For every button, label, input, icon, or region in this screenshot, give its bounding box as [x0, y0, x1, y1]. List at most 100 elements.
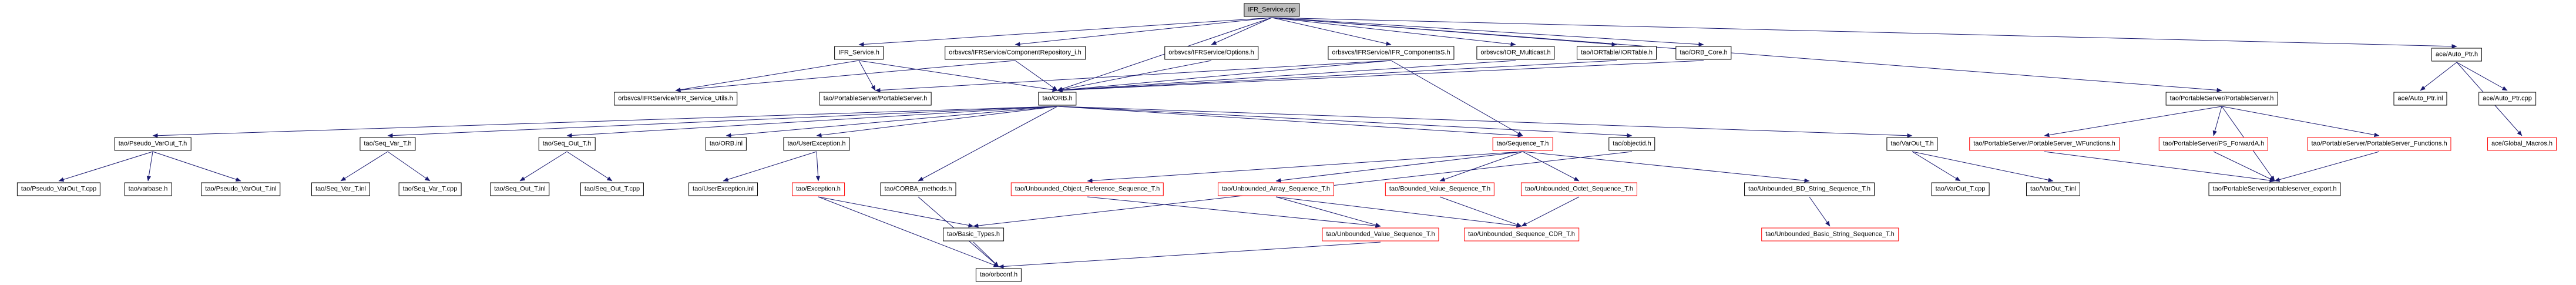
graph-node-root: IFR_Service.cpp — [1244, 3, 1300, 17]
graph-node-unb_octet[interactable]: tao/Unbounded_Octet_Sequence_T.h — [1520, 182, 1638, 196]
edge-autoptr_h-to-autoptr_inl — [2420, 62, 2457, 91]
graph-node-unb_bd_string[interactable]: tao/Unbounded_BD_String_Sequence_T.h — [1744, 182, 1875, 196]
graph-node-ifr_service_h[interactable]: IFR_Service.h — [834, 46, 884, 60]
graph-node-ps_r[interactable]: tao/PortableServer/PortableServer.h — [2165, 92, 2278, 106]
edge-root-to-ps_r — [1271, 17, 2222, 93]
graph-edges — [58, 17, 2523, 269]
edge-varout_h-to-varout_cpp — [1912, 151, 1961, 182]
edge-orb_h-to-seqvar_h — [387, 106, 1058, 138]
edge-comprepo-to-utils — [675, 60, 1016, 92]
graph-node-orbcore[interactable]: tao/ORB_Core.h — [1675, 46, 1732, 60]
graph-node-pseudo_cpp[interactable]: tao/Pseudo_VarOut_T.cpp — [16, 182, 101, 196]
edge-sequence_t-to-unb_array — [1275, 151, 1523, 183]
graph-node-varout_inl[interactable]: tao/VarOut_T.inl — [2026, 182, 2081, 196]
graph-node-unb_value[interactable]: tao/Unbounded_Value_Sequence_T.h — [1322, 227, 1439, 242]
graph-node-pseudo_inl[interactable]: tao/Pseudo_VarOut_T.inl — [201, 182, 281, 196]
graph-node-seqout_inl[interactable]: tao/Seq_Out_T.inl — [490, 182, 550, 196]
edge-root-to-options — [1211, 17, 1272, 45]
graph-node-seqvar_cpp[interactable]: tao/Seq_Var_T.cpp — [398, 182, 462, 196]
graph-node-options[interactable]: orbsvcs/IFRService/Options.h — [1164, 46, 1258, 60]
graph-node-unb_objref[interactable]: tao/Unbounded_Object_Reference_Sequence_… — [1010, 182, 1164, 196]
graph-node-orb_inl[interactable]: tao/ORB.inl — [705, 137, 747, 151]
edge-exception_h-to-basic_types — [818, 196, 974, 228]
graph-node-sequence_t[interactable]: tao/Sequence_T.h — [1492, 137, 1553, 151]
edge-forwarda-to-ps_export — [2213, 151, 2275, 182]
graph-node-seqvar_h[interactable]: tao/Seq_Var_T.h — [360, 137, 416, 151]
edge-seqvar_h-to-seqvar_inl — [340, 151, 388, 182]
edge-orbcore-to-orb_h — [1057, 60, 1704, 93]
edge-root-to-multicast — [1271, 17, 1516, 46]
edge-orb_h-to-userexc_h — [816, 106, 1058, 138]
graph-node-basic_types[interactable]: tao/Basic_Types.h — [943, 227, 1004, 242]
edge-autoptr_h-to-autoptr_cpp — [2456, 62, 2508, 91]
edge-unb_array-to-unb_value — [1275, 196, 1381, 227]
edge-orb_h-to-orb_inl — [726, 106, 1058, 138]
graph-node-unb_basic_string[interactable]: tao/Unbounded_Basic_String_Sequence_T.h — [1761, 227, 1899, 242]
graph-node-comprepo[interactable]: orbsvcs/IFRService/ComponentRepository_i… — [945, 46, 1086, 60]
edge-sequence_t-to-unb_octet — [1522, 151, 1580, 182]
edge-ifr_service_h-to-utils — [675, 60, 859, 92]
graph-node-orb_h[interactable]: tao/ORB.h — [1038, 92, 1077, 106]
edge-unb_objref-to-unb_value — [1087, 196, 1381, 228]
graph-node-varout_cpp[interactable]: tao/VarOut_T.cpp — [1931, 182, 1990, 196]
graph-node-autoptr_h[interactable]: ace/Auto_Ptr.h — [2431, 48, 2483, 62]
edge-sequence_t-to-unb_objref — [1087, 151, 1523, 183]
edge-ps_r-to-wfunctions — [2044, 106, 2222, 138]
edge-ifr_service_h-to-ps_l — [858, 60, 876, 91]
graph-node-objectid[interactable]: tao/objectid.h — [1608, 137, 1655, 151]
edge-root-to-comprepo — [1015, 17, 1272, 46]
graph-node-seqout_h[interactable]: tao/Seq_Out_T.h — [538, 137, 596, 151]
edge-exception_h-to-orbconf — [818, 196, 999, 267]
graph-node-unb_array[interactable]: tao/Unbounded_Array_Sequence_T.h — [1217, 182, 1335, 196]
graph-node-forwarda[interactable]: tao/PortableServer/PS_ForwardA.h — [2158, 137, 2269, 151]
graph-node-userexc_h[interactable]: tao/UserException.h — [783, 137, 850, 151]
graph-node-seqvar_inl[interactable]: tao/Seq_Var_T.inl — [311, 182, 371, 196]
graph-node-userexc_inl[interactable]: tao/UserException.inl — [688, 182, 758, 196]
graph-node-iortable[interactable]: tao/IORTable/IORTable.h — [1577, 46, 1657, 60]
graph-node-bnd_value[interactable]: tao/Bounded_Value_Sequence_T.h — [1385, 182, 1495, 196]
graph-node-orbconf[interactable]: tao/orbconf.h — [975, 268, 1022, 282]
edge-orb_h-to-pseudo_h — [152, 106, 1058, 138]
edge-root-to-componentsS — [1271, 17, 1392, 46]
edge-unb_bd_string-to-unb_basic_string — [1809, 196, 1831, 227]
graph-node-ps_l[interactable]: tao/PortableServer/PortableServer.h — [819, 92, 932, 106]
graph-node-autoptr_cpp[interactable]: ace/Auto_Ptr.cpp — [2478, 92, 2536, 106]
graph-node-wfunctions[interactable]: tao/PortableServer/PortableServer_WFunct… — [1969, 137, 2120, 151]
edge-comprepo-to-orb_h — [1015, 60, 1058, 91]
graph-node-seqout_cpp[interactable]: tao/Seq_Out_T.cpp — [580, 182, 644, 196]
graph-node-componentsS[interactable]: orbsvcs/IFRService/IFR_ComponentsS.h — [1328, 46, 1455, 60]
edge-unb_array-to-unb_cdr — [1275, 196, 1522, 228]
edge-root-to-autoptr_h — [1271, 17, 2457, 49]
graph-node-ps_export[interactable]: tao/PortableServer/portableserver_export… — [2208, 182, 2341, 196]
graph-node-varbase[interactable]: tao/varbase.h — [124, 182, 172, 196]
graph-node-utils[interactable]: orbsvcs/IFRService/IFR_Service_Utils.h — [614, 92, 737, 106]
edge-pseudo_h-to-pseudo_cpp — [58, 151, 153, 182]
edge-sequence_t-to-bnd_value — [1439, 151, 1523, 182]
edge-orb_h-to-corba_methods — [918, 106, 1058, 182]
edge-seqout_h-to-seqout_cpp — [566, 151, 613, 182]
graph-node-functions[interactable]: tao/PortableServer/PortableServer_Functi… — [2307, 137, 2451, 151]
graph-node-exception_h[interactable]: tao/Exception.h — [792, 182, 845, 196]
edge-sequence_t-to-unb_bd_string — [1522, 151, 1810, 183]
graph-node-globalmacros[interactable]: ace/Global_Macros.h — [2487, 137, 2557, 151]
edge-root-to-orbcore — [1271, 17, 1704, 47]
edge-bnd_value-to-unb_cdr — [1439, 196, 1522, 227]
edge-orb_h-to-seqout_h — [566, 106, 1058, 138]
graph-node-multicast[interactable]: orbsvcs/IOR_Multicast.h — [1476, 46, 1555, 60]
edge-orb_h-to-sequence_t — [1057, 106, 1523, 138]
edge-componentsS-to-ps_l — [875, 60, 1392, 93]
graph-node-varout_h[interactable]: tao/VarOut_T.h — [1886, 137, 1938, 151]
edge-userexc_h-to-userexc_inl — [723, 151, 817, 182]
graph-node-unb_cdr[interactable]: tao/Unbounded_Sequence_CDR_T.h — [1464, 227, 1579, 242]
graph-node-pseudo_h[interactable]: tao/Pseudo_VarOut_T.h — [114, 137, 192, 151]
edge-ps_r-to-forwarda — [2212, 106, 2222, 136]
edge-ifr_service_h-to-orb_h — [858, 60, 1058, 92]
edge-seqout_h-to-seqout_inl — [519, 151, 567, 182]
edge-unb_octet-to-unb_cdr — [1521, 196, 1580, 227]
edge-userexc_h-to-exception_h — [815, 151, 821, 182]
graph-node-autoptr_inl[interactable]: ace/Auto_Ptr.inl — [2393, 92, 2447, 106]
graph-node-corba_methods[interactable]: tao/CORBA_methods.h — [880, 182, 956, 196]
edge-functions-to-ps_export — [2274, 151, 2380, 182]
